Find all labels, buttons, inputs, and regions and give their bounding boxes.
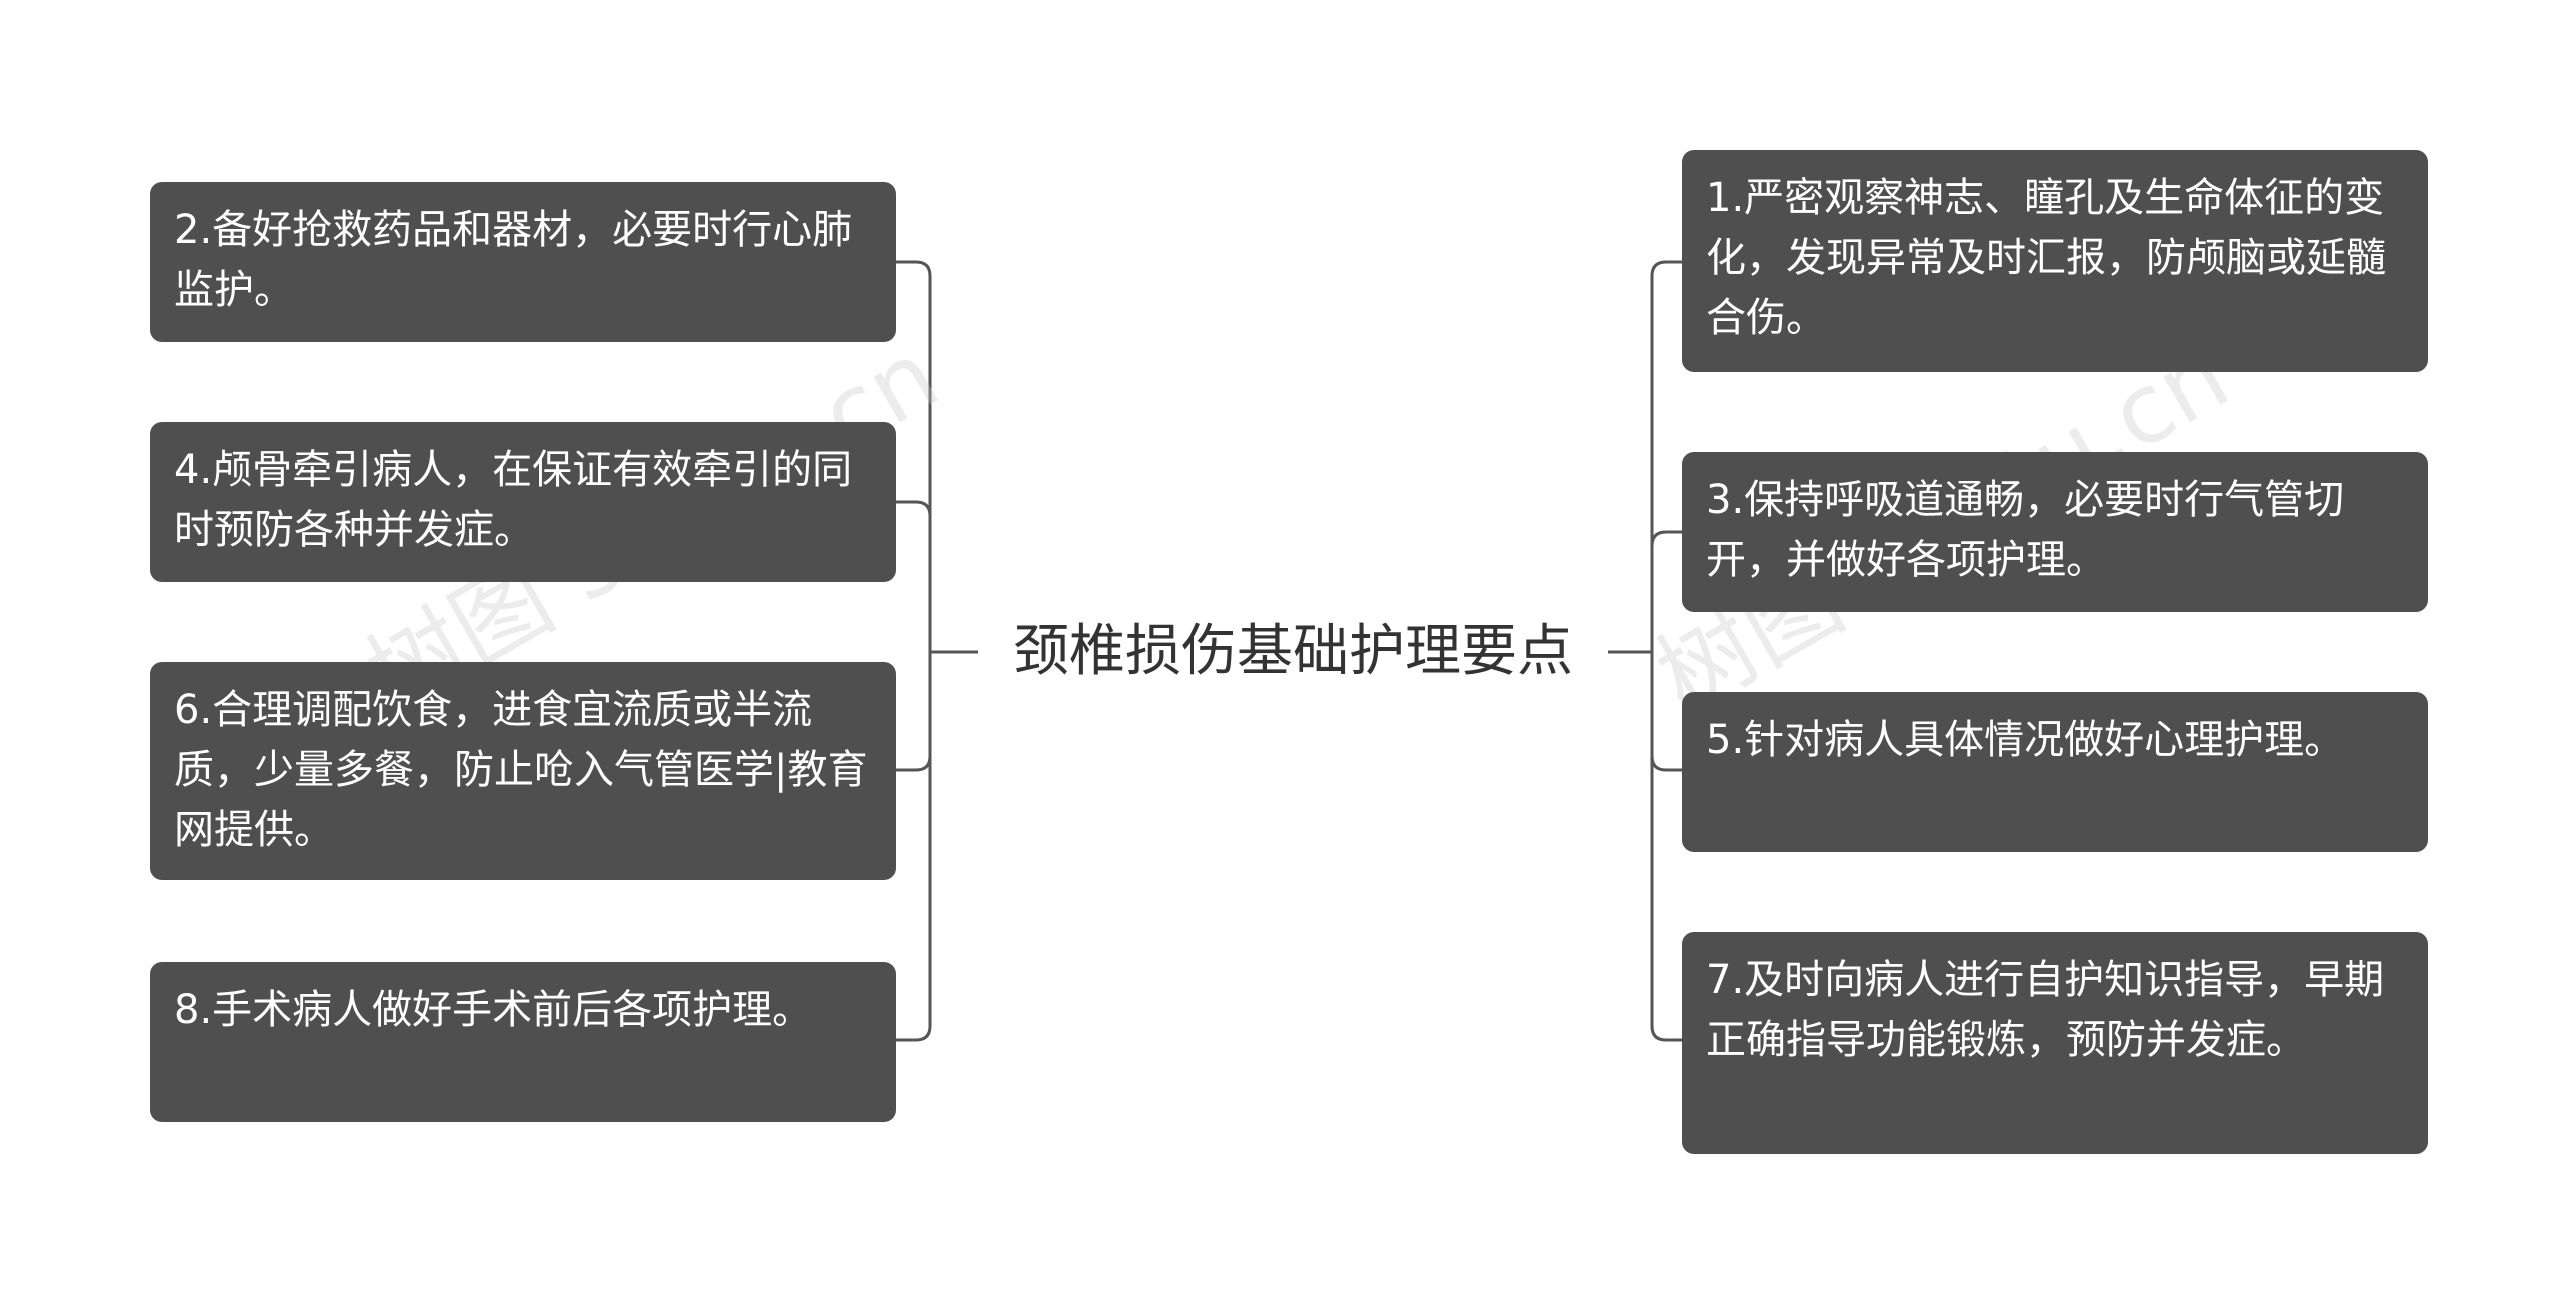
connector-left-4 <box>895 500 932 517</box>
topic-node-3[interactable]: 3.保持呼吸道通畅，必要时行气管切开，并做好各项护理。 <box>1682 452 2428 612</box>
topic-node-6[interactable]: 6.合理调配饮食，进食宜流质或半流质，少量多餐，防止呛入气管医学|教育网提供。 <box>150 662 896 880</box>
topic-node-5[interactable]: 5.针对病人具体情况做好心理护理。 <box>1682 692 2428 852</box>
connector-left-trunk <box>895 260 932 1042</box>
topic-node-7[interactable]: 7.及时向病人进行自护知识指导，早期正确指导功能锻炼，预防并发症。 <box>1682 932 2428 1154</box>
connector-right-5 <box>1650 755 1682 772</box>
topic-node-2[interactable]: 2.备好抢救药品和器材，必要时行心肺监护。 <box>150 182 896 342</box>
topic-node-4[interactable]: 4.颅骨牵引病人，在保证有效牵引的同时预防各种并发症。 <box>150 422 896 582</box>
topic-node-1[interactable]: 1.严密观察神志、瞳孔及生命体征的变化，发现异常及时汇报，防颅脑或延髓合伤。 <box>1682 150 2428 372</box>
central-topic[interactable]: 颈椎损伤基础护理要点 <box>1013 619 1573 684</box>
connector-right-3 <box>1650 530 1682 547</box>
connector-right-trunk <box>1650 260 1682 1042</box>
topic-node-8[interactable]: 8.手术病人做好手术前后各项护理。 <box>150 962 896 1122</box>
connector-left-6 <box>895 755 932 772</box>
